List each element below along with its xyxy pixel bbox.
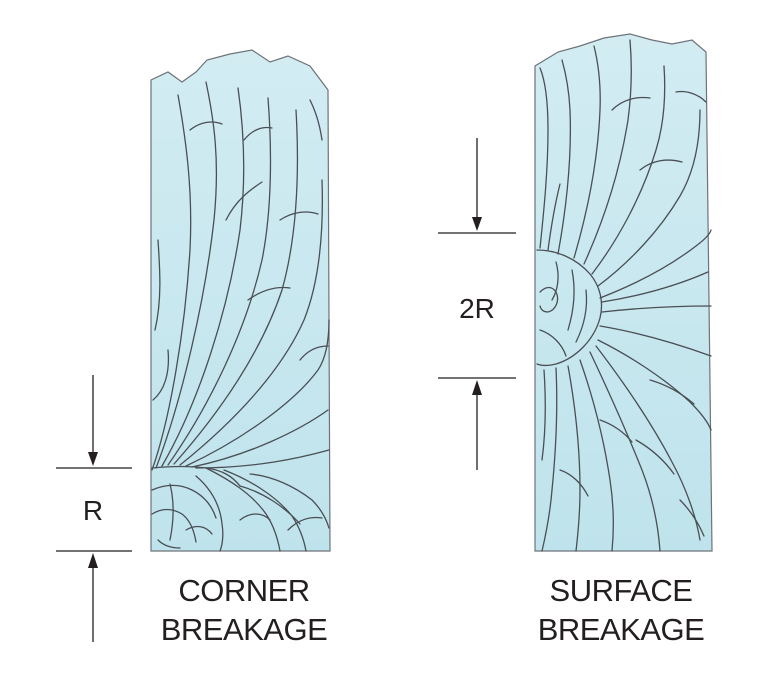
corner-crack-pattern [151,81,330,552]
corner-breakage-pane [150,49,331,552]
corner-glass-pane [150,49,331,552]
surface-dimension-marker: 2R [438,138,516,470]
corner-dimension-marker: R [56,375,132,642]
surface-crack-pattern [536,39,712,552]
corner-caption-line1: CORNER [178,573,309,608]
surface-caption-line2: BREAKAGE [538,612,705,647]
corner-dimension-label: R [83,495,103,526]
surface-glass-pane [534,33,713,552]
surface-arrow-down-head [472,217,482,231]
corner-arrow-up-head [88,553,98,568]
surface-arrow-up-head [472,380,482,395]
surface-caption: SURFACE BREAKAGE [538,573,705,647]
surface-dimension-label: 2R [459,293,495,324]
corner-caption-line2: BREAKAGE [161,612,328,647]
surface-breakage-pane [534,33,713,552]
surface-caption-line1: SURFACE [550,573,693,608]
corner-arrow-down-head [88,452,98,466]
corner-caption: CORNER BREAKAGE [161,573,328,647]
